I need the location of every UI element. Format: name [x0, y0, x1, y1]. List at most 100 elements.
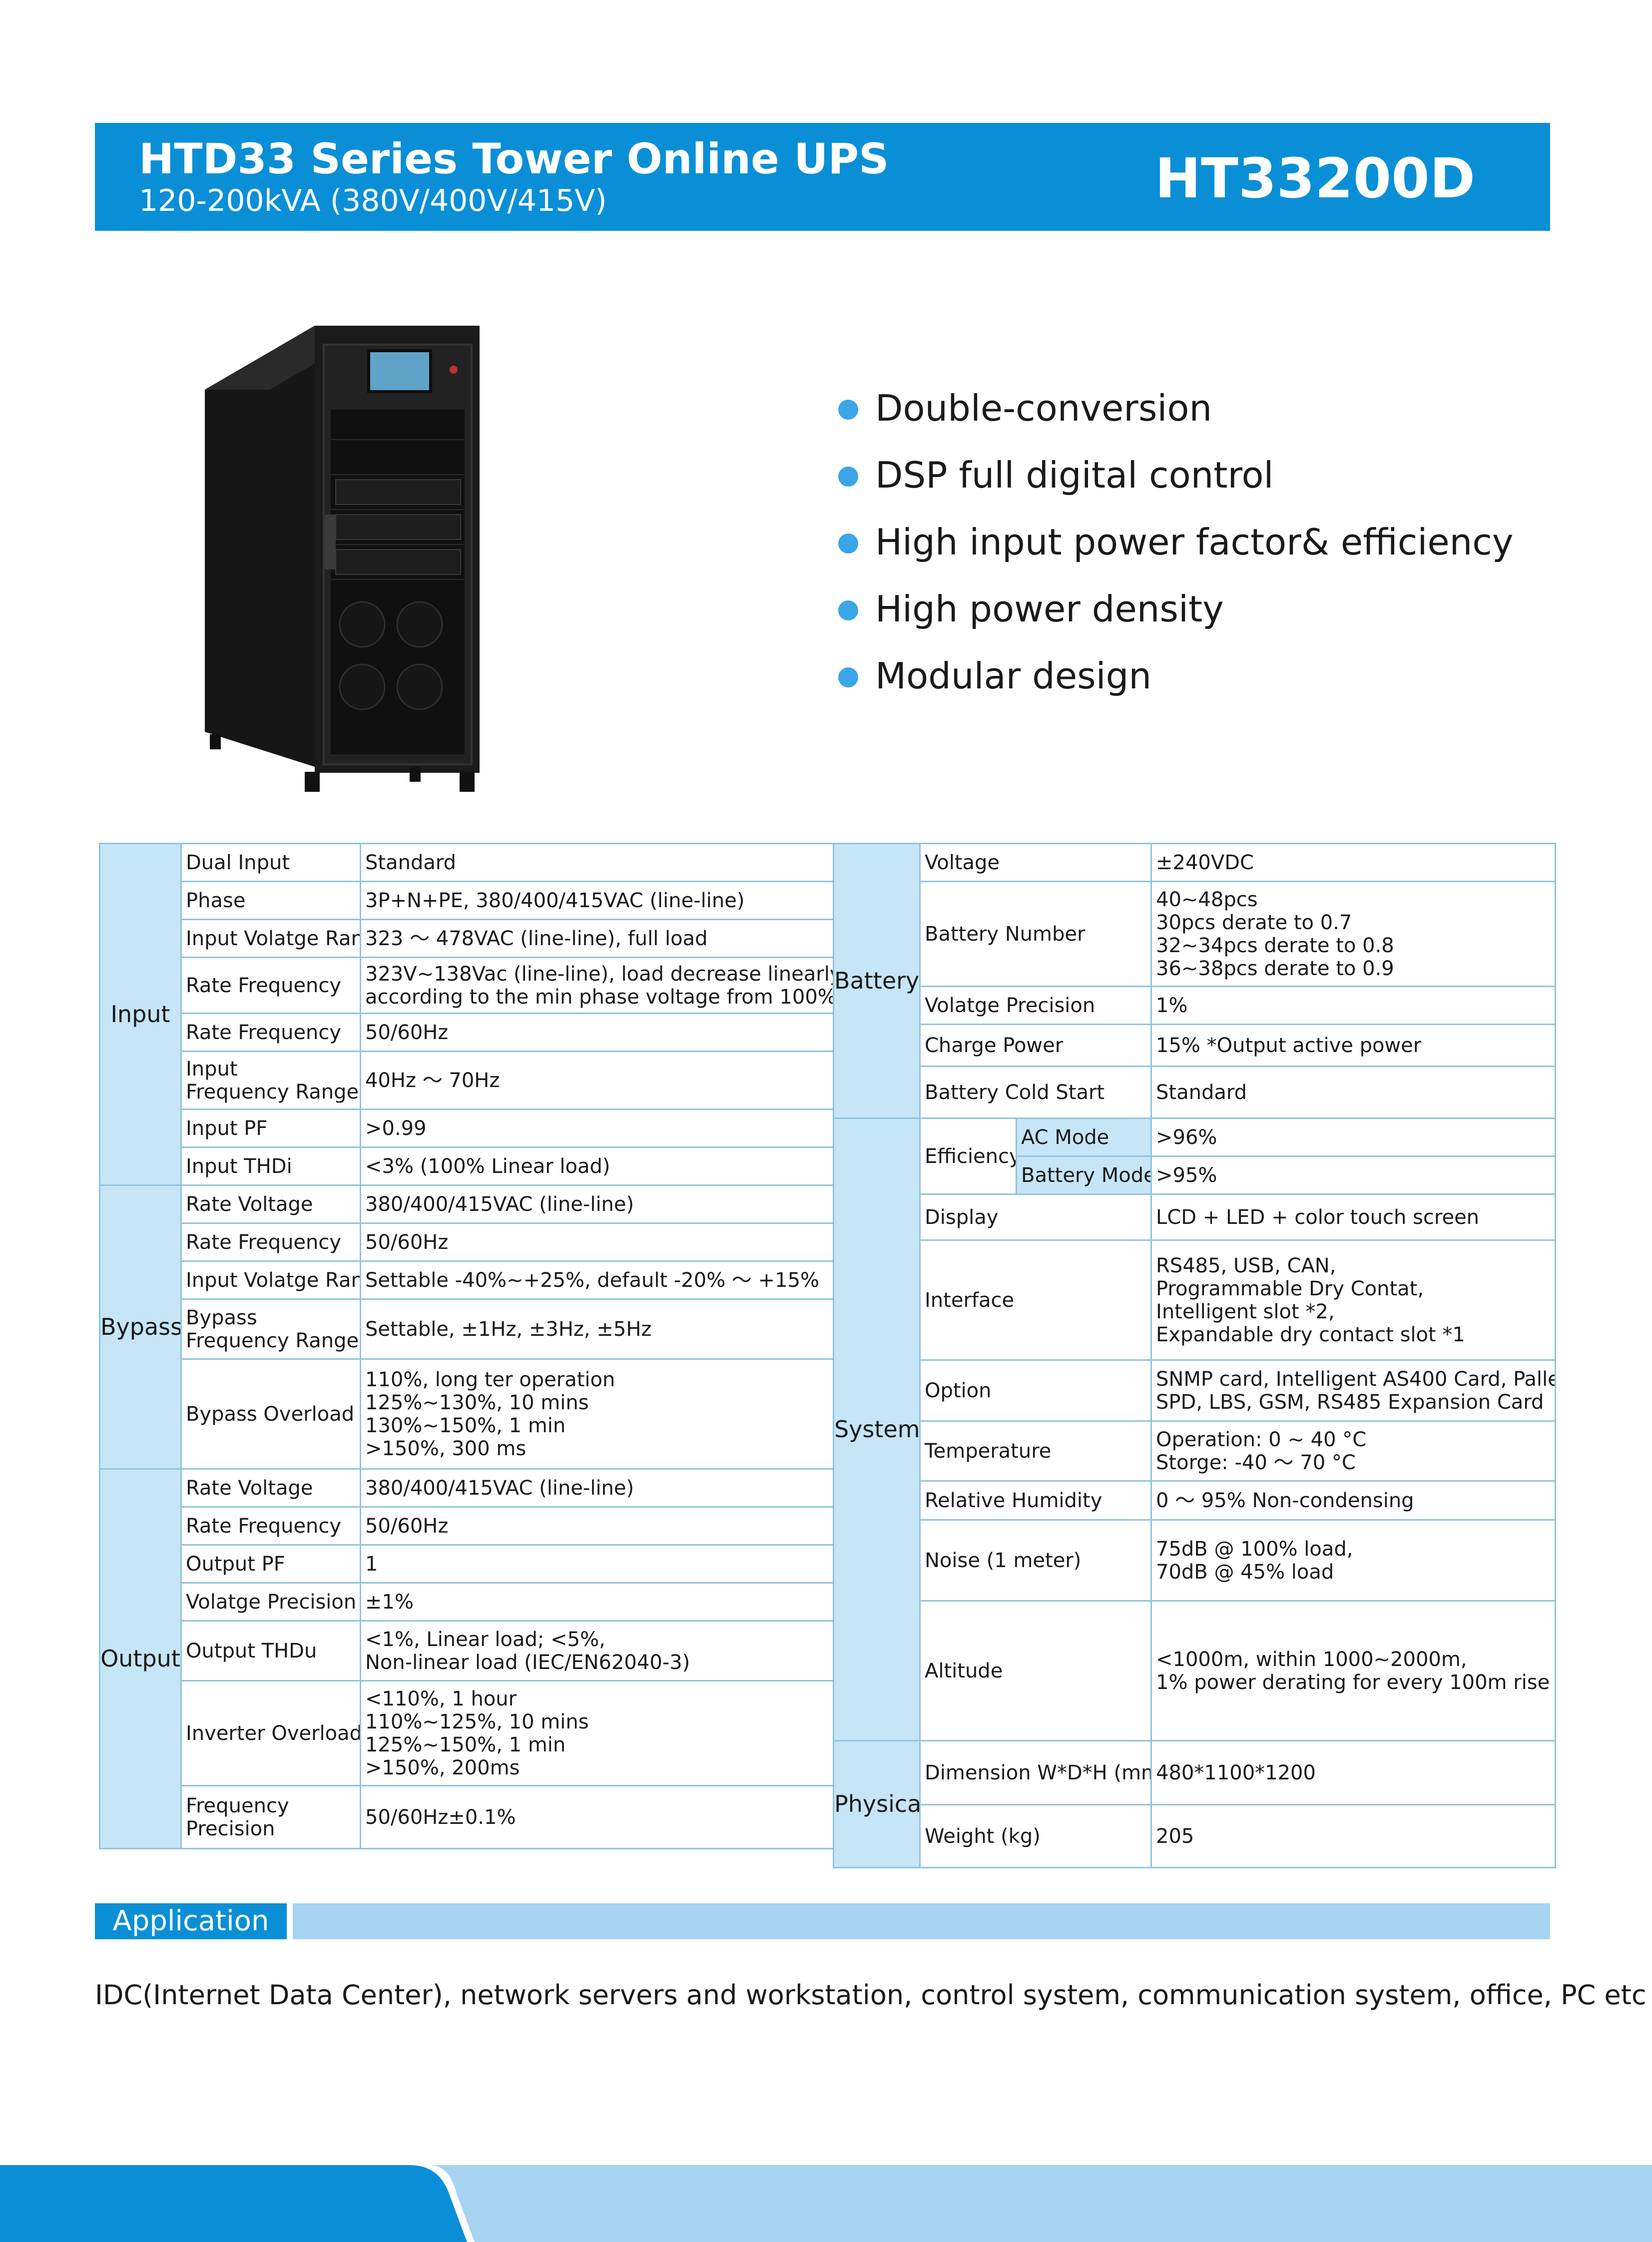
spec-value: SNMP card, Intelligent AS400 Card, Palle… — [1150, 1359, 1557, 1422]
spec-label: Weight (kg) — [919, 1804, 1152, 1868]
feature-item: High power density — [834, 580, 1513, 647]
spec-label: Temperature — [919, 1420, 1152, 1482]
spec-value: 1% — [1150, 986, 1557, 1025]
spec-label: Input THDi — [180, 1146, 361, 1186]
spec-value: ±1% — [360, 1582, 836, 1622]
spec-label: Inverter Overload — [180, 1680, 361, 1786]
spec-label: Output THDu — [180, 1620, 361, 1682]
ups-cabinet-image — [205, 326, 480, 792]
spec-label: Volatge Precision — [919, 986, 1152, 1025]
spec-label: Rate Voltage — [180, 1184, 361, 1224]
spec-label: Altitude — [919, 1600, 1152, 1741]
feature-item: Double-conversion — [834, 380, 1513, 447]
spec-row: Altitude<1000m, within 1000~2000m,1% pow… — [834, 1600, 1557, 1741]
spec-value: 380/400/415VAC (line-line) — [360, 1468, 836, 1508]
bullet-icon — [838, 534, 858, 554]
spec-label: Battery Cold Start — [919, 1066, 1152, 1119]
spec-label: Relative Humidity — [919, 1480, 1152, 1521]
spec-value: 75dB @ 100% load,70dB @ 45% load — [1150, 1519, 1557, 1602]
spec-label: Bypass Overload — [180, 1358, 361, 1470]
spec-label: Rate Voltage — [180, 1468, 361, 1508]
series-title: HTD33 Series Tower Online UPS — [139, 134, 889, 183]
feature-item: DSP full digital control — [834, 447, 1513, 514]
spec-value: ±240VDC — [1150, 843, 1557, 882]
spec-label: Dimension W*D*H (mm) — [919, 1740, 1152, 1805]
spec-value: 205 — [1150, 1804, 1557, 1868]
spec-label: Input Volatge Range — [180, 1260, 361, 1300]
battery-category: Battery — [833, 843, 921, 1119]
spec-value: >0.99 — [360, 1109, 836, 1148]
spec-label: Output PF — [180, 1544, 361, 1584]
spec-label: Rate Frequency — [180, 1013, 361, 1052]
spec-value: 40Hz ～ 70Hz — [360, 1051, 836, 1110]
spec-row: Noise (1 meter)75dB @ 100% load,70dB @ 4… — [834, 1519, 1557, 1602]
spec-label: Rate Frequency — [180, 957, 361, 1014]
spec-value: 50/60Hz — [360, 1013, 836, 1052]
spec-value: 1 — [360, 1544, 836, 1584]
efficiency-value: >95% — [1150, 1155, 1557, 1195]
spec-value: <1000m, within 1000~2000m,1% power derat… — [1150, 1600, 1557, 1741]
power-range: 120-200kVA (380V/400V/415V) — [139, 183, 607, 218]
spec-value: 50/60Hz±0.1% — [360, 1785, 836, 1849]
spec-value: Standard — [1150, 1066, 1557, 1119]
bypass-category: Bypass — [99, 1184, 182, 1470]
spec-label: Noise (1 meter) — [919, 1519, 1152, 1602]
footer-band — [0, 2165, 1652, 2242]
bullet-icon — [838, 467, 858, 487]
application-text: IDC(Internet Data Center), network serve… — [95, 1979, 1647, 2011]
efficiency-mode: AC Mode — [1015, 1118, 1152, 1157]
spec-value: RS485, USB, CAN,Programmable Dry Contat,… — [1150, 1239, 1557, 1361]
spec-row: Output THDu<1%, Linear load; <5%,Non-lin… — [100, 1620, 836, 1682]
feature-list: Double-conversion DSP full digital contr… — [834, 380, 1513, 714]
spec-label: Volatge Precision — [180, 1582, 361, 1622]
spec-value: Settable, ±1Hz, ±3Hz, ±5Hz — [360, 1298, 836, 1360]
spec-row: Volatge Precision±1% — [100, 1582, 836, 1622]
spec-label: Voltage — [919, 843, 1152, 882]
spec-row: Input Volatge Range323 ～ 478VAC (line-li… — [100, 919, 836, 958]
spec-value: 323 ～ 478VAC (line-line), full load — [360, 919, 836, 958]
spec-label: Dual Input — [180, 843, 361, 882]
bullet-icon — [838, 400, 858, 420]
spec-label: Phase — [180, 881, 361, 920]
spec-label: Display — [919, 1193, 1152, 1241]
spec-label: Rate Frequency — [180, 1222, 361, 1262]
spec-value: 0 ～ 95% Non-condensing — [1150, 1480, 1557, 1521]
system-category: System — [833, 1118, 921, 1741]
application-heading: Application — [95, 1903, 287, 1939]
feature-item: High input power factor& efficiency — [834, 514, 1513, 580]
spec-value: 50/60Hz — [360, 1222, 836, 1262]
header-banner: HTD33 Series Tower Online UPS 120-200kVA… — [95, 123, 1550, 231]
spec-label: Option — [919, 1359, 1152, 1422]
application-bar — [293, 1903, 1550, 1939]
spec-value: 480*1100*1200 — [1150, 1740, 1557, 1805]
spec-label: Charge Power — [919, 1024, 1152, 1067]
spec-value: LCD + LED + color touch screen — [1150, 1193, 1557, 1241]
feature-item: Modular design — [834, 647, 1513, 714]
spec-row: Input PF>0.99 — [100, 1109, 836, 1148]
input-category: Input — [99, 843, 182, 1186]
spec-value: Standard — [360, 843, 836, 882]
